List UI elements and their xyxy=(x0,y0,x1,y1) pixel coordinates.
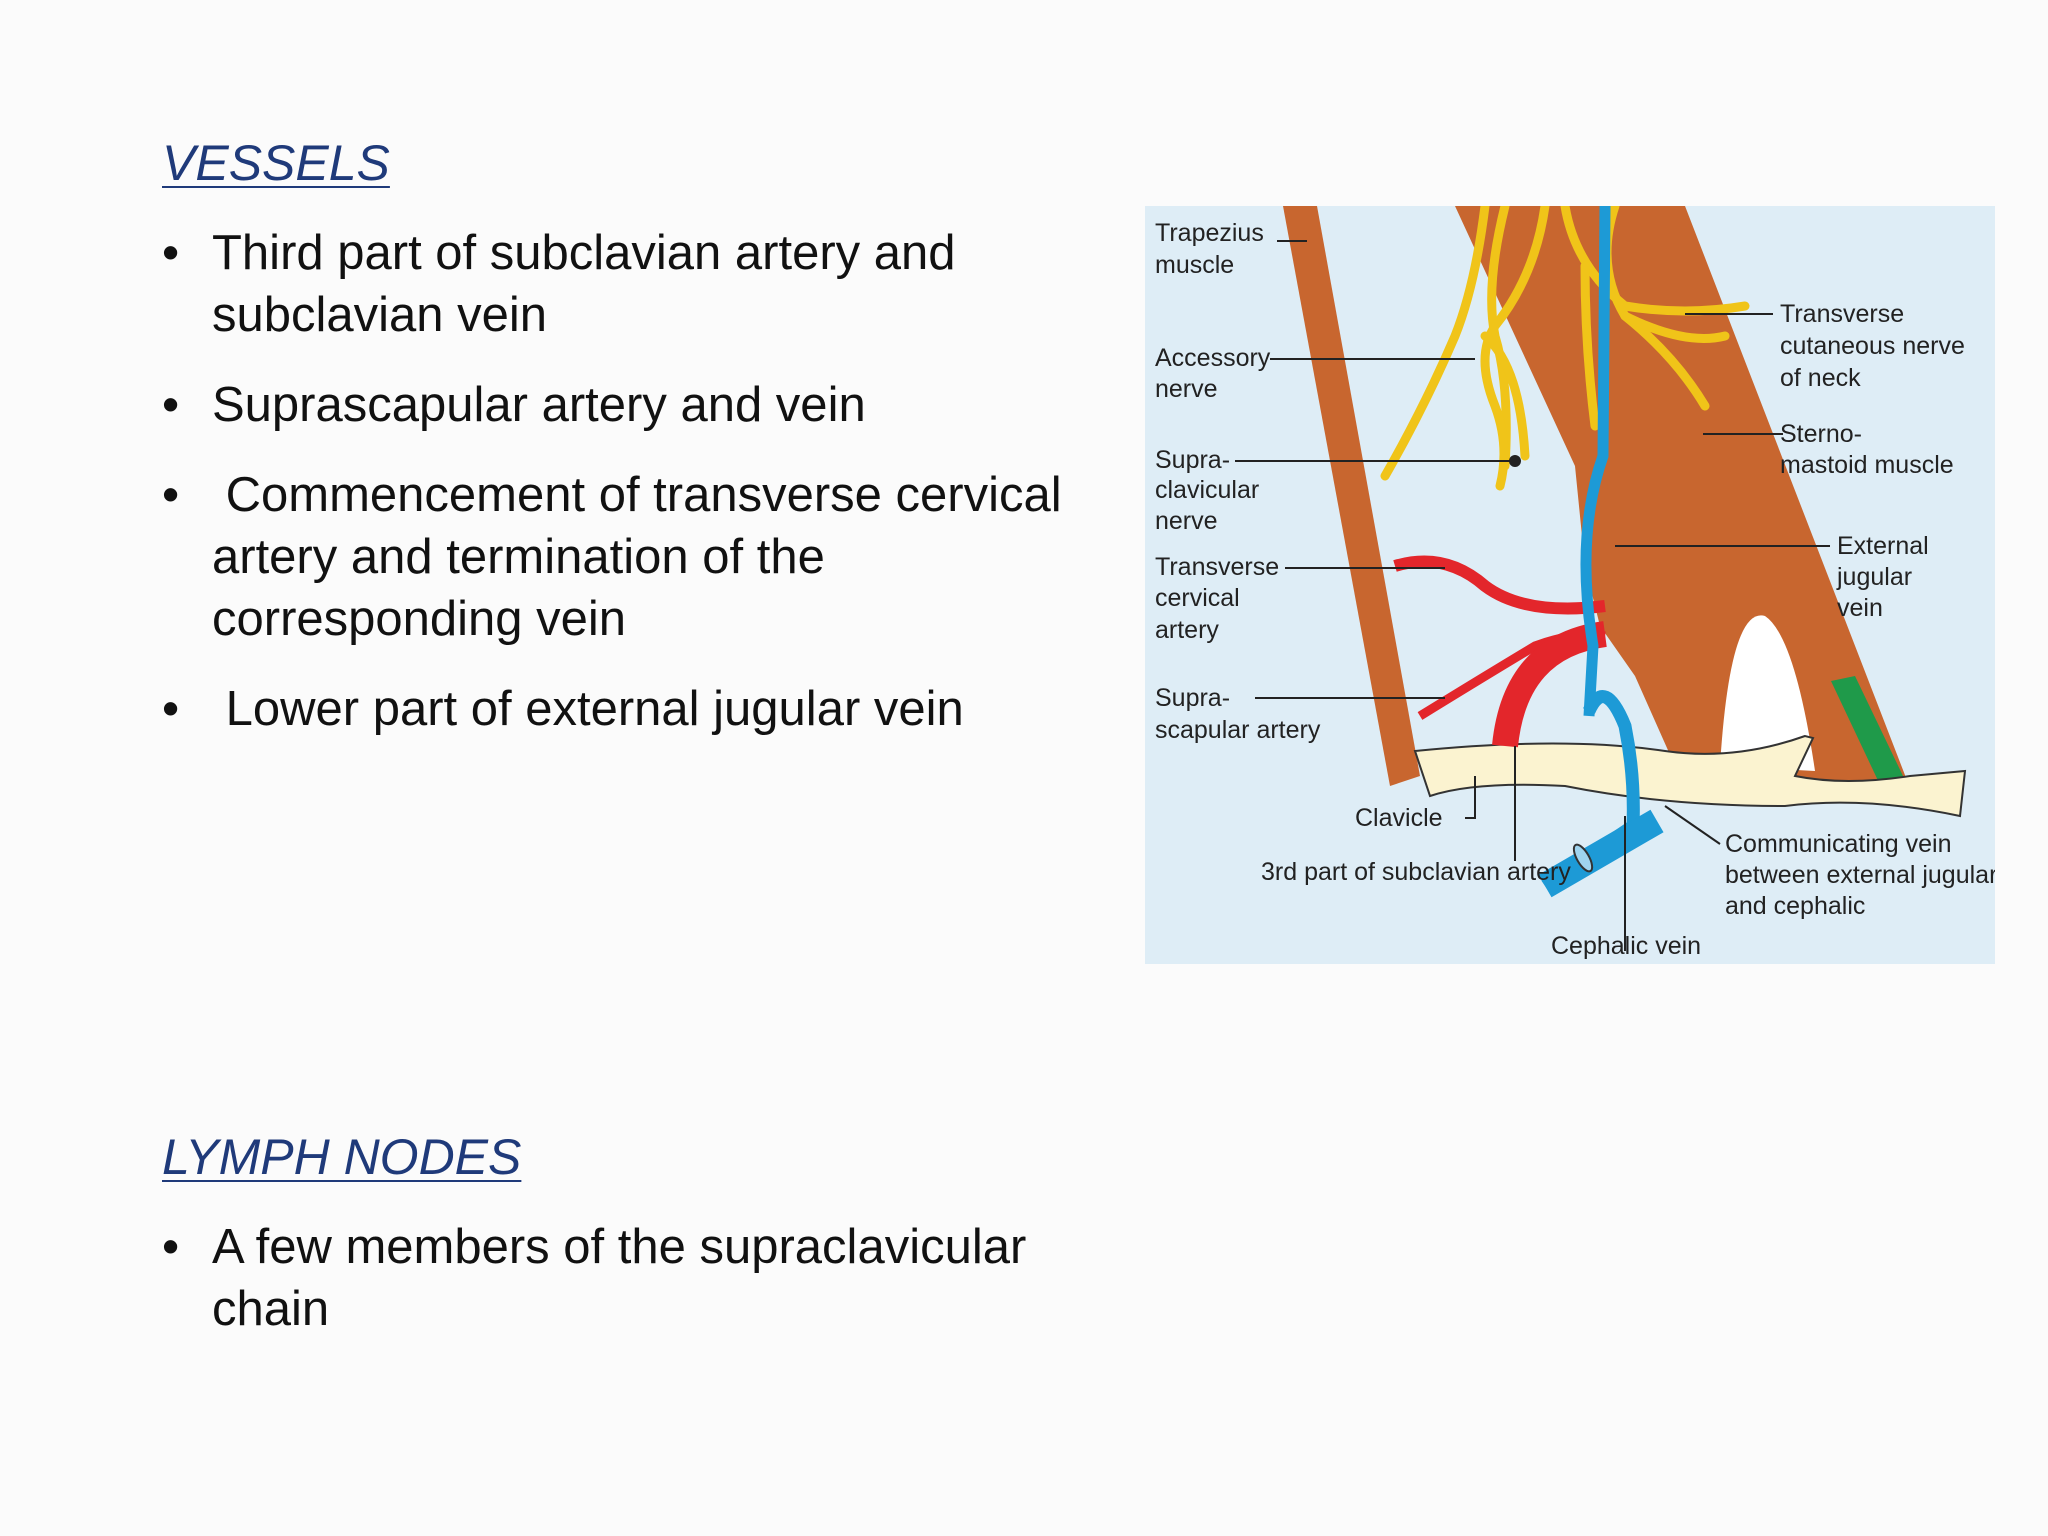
bullet-icon: • xyxy=(162,682,180,736)
subclavian-artery xyxy=(1492,621,1608,748)
sternomastoid-gap xyxy=(1720,615,1815,771)
supraclavicular-nerves xyxy=(1580,261,1600,431)
transverse-cutaneous-nerve xyxy=(1560,206,1750,316)
bullet-icon: • xyxy=(162,1220,180,1274)
list-item: • Third part of subclavian artery and sub… xyxy=(160,222,1120,346)
list-item-text: A few members of the supraclavicular cha… xyxy=(212,1220,1027,1336)
list-item: • Lower part of external jugular vein xyxy=(160,678,1120,740)
bullet-icon: • xyxy=(162,468,180,522)
list-item: • Commencement of transverse cervical ar… xyxy=(160,464,1120,650)
label-sternomastoid-muscle: Sterno-mastoid muscle xyxy=(1780,420,1954,479)
external-jugular-vein xyxy=(1580,206,1611,717)
sternomastoid-muscle xyxy=(1455,206,1915,801)
list-item: • Suprascapular artery and vein xyxy=(160,374,1120,436)
trapezius-muscle xyxy=(1283,206,1420,786)
supraclavicular-nerves xyxy=(1480,206,1550,491)
green-strip xyxy=(1831,676,1915,806)
vessels-heading: VESSELS xyxy=(162,135,390,191)
list-item: • A few members of the supraclavicular ch… xyxy=(160,1216,1120,1340)
nerves xyxy=(1380,206,1750,491)
list-item-text: Commencement of transverse cervical arte… xyxy=(212,468,1076,646)
lymph-heading: LYMPH NODES xyxy=(162,1129,522,1185)
lymph-list: • A few members of the supraclavicular ch… xyxy=(160,1216,1120,1368)
bullet-icon: • xyxy=(162,378,180,432)
nerve-point xyxy=(1509,455,1521,467)
list-item-text: Third part of subclavian artery and subc… xyxy=(212,226,956,342)
list-item-text: Suprascapular artery and vein xyxy=(212,378,866,432)
list-item-text: Lower part of external jugular vein xyxy=(212,682,964,736)
label-subclavian-artery: 3rd part of subclavian artery xyxy=(1261,858,1571,886)
vein-end xyxy=(1572,843,1594,873)
external-jugular-vein xyxy=(1541,690,1640,892)
bullet-icon: • xyxy=(162,226,180,280)
label-suprascapular-artery: Supra-scapular artery xyxy=(1155,684,1321,744)
cephalic-vein xyxy=(1538,809,1664,898)
supraclavicular-nerves xyxy=(1487,206,1511,471)
label-cephalic-vein: Cephalic vein xyxy=(1551,932,1701,960)
transverse-cutaneous-nerve xyxy=(1620,311,1730,343)
vessels-list: • Third part of subclavian artery and sub… xyxy=(160,222,1120,768)
accessory-nerve xyxy=(1380,206,1490,481)
leader-lines xyxy=(1235,240,1830,951)
supraclavicular-nerves xyxy=(1480,331,1530,461)
label-clavicle: Clavicle xyxy=(1355,804,1443,832)
clavicle-bone xyxy=(1413,734,1967,818)
transverse-cervical-artery xyxy=(1393,555,1606,615)
